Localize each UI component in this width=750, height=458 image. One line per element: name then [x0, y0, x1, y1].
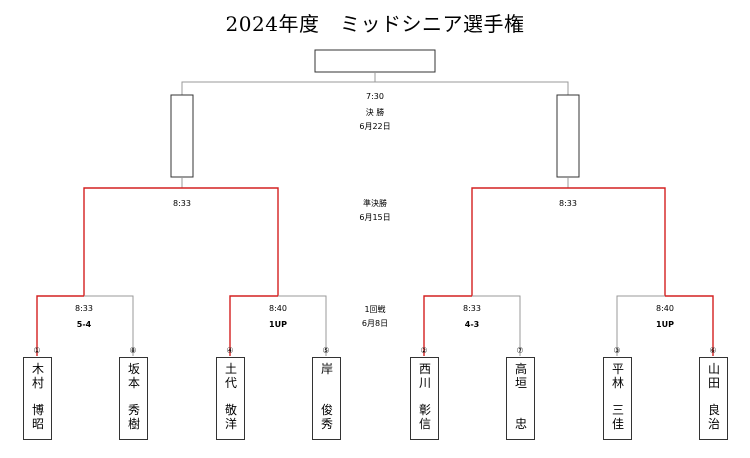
finalist-box-left: [170, 94, 194, 178]
player-given-name: 彰信: [418, 403, 431, 431]
first-round-date: 6月8日: [361, 319, 389, 328]
player-family-name: 平林: [611, 362, 624, 390]
final-time: 7:30: [366, 92, 384, 101]
semi-connector-right: [471, 177, 666, 296]
player-seed: ②: [420, 346, 428, 355]
champion-box: [314, 49, 436, 73]
player-seed: ⑤: [322, 346, 330, 355]
player-given-name: 秀樹: [127, 403, 140, 431]
player-seed: ⑥: [709, 346, 717, 355]
match-result: 4-3: [464, 320, 480, 329]
player-box: 木村 博昭: [23, 357, 52, 440]
player-box: 山田 良治: [699, 357, 728, 440]
final-connector: [181, 72, 569, 95]
player-box: 坂本 秀樹: [119, 357, 148, 440]
match-result: 1UP: [656, 320, 674, 329]
player-box: 岸 俊秀: [312, 357, 341, 440]
match-time: 8:33: [75, 304, 93, 313]
match-result: 1UP: [269, 320, 287, 329]
first-round-connector-1: [36, 295, 134, 356]
player-seed: ①: [33, 346, 41, 355]
first-round-connector-2: [229, 295, 327, 356]
match-result: 5-4: [76, 320, 92, 329]
player-family-name: 岸: [320, 362, 333, 376]
finalist-box-right: [556, 94, 580, 178]
player-family-name: 木村: [31, 362, 44, 390]
player-box: 西川 彰信: [410, 357, 439, 440]
player-family-name: 高垣: [514, 362, 527, 390]
first-round-connector-3: [423, 295, 521, 356]
player-box: 高垣 忠: [506, 357, 535, 440]
player-given-name: 三佳: [611, 403, 624, 431]
final-date: 6月22日: [359, 122, 391, 131]
page-title: 2024年度 ミッドシニア選手権: [225, 12, 525, 36]
player-given-name: 敬洋: [224, 403, 237, 431]
player-box: 平林 三佳: [603, 357, 632, 440]
semi-date: 6月15日: [359, 213, 391, 222]
player-given-name: 忠: [514, 417, 527, 431]
player-box: 土代 敬洋: [216, 357, 245, 440]
player-given-name: 良治: [707, 403, 720, 431]
match-time: 8:33: [463, 304, 481, 313]
match-time: 8:40: [269, 304, 287, 313]
player-family-name: 坂本: [127, 362, 140, 390]
player-seed: ④: [226, 346, 234, 355]
player-family-name: 西川: [418, 362, 431, 390]
match-time: 8:40: [656, 304, 674, 313]
player-given-name: 俊秀: [320, 403, 333, 431]
first-round-name: 1回戦: [364, 305, 386, 314]
semi-connector-left: [83, 177, 279, 296]
player-seed: ③: [613, 346, 621, 355]
semi-time-right: 8:33: [559, 199, 577, 208]
player-family-name: 山田: [707, 362, 720, 390]
final-name: 決 勝: [365, 108, 385, 117]
player-given-name: 博昭: [31, 403, 44, 431]
first-round-connector-4: [616, 295, 714, 356]
semi-name: 準決勝: [363, 199, 387, 208]
semi-time-left: 8:33: [173, 199, 191, 208]
player-seed: ⑦: [516, 346, 524, 355]
player-seed: ⑧: [129, 346, 137, 355]
player-family-name: 土代: [224, 362, 237, 390]
